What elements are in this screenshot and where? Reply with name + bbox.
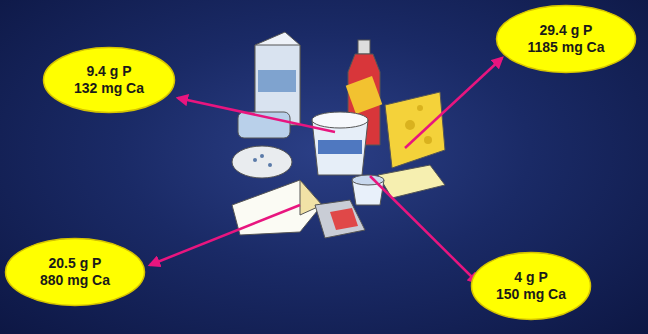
leader-arrow	[370, 176, 478, 283]
nutrient-value: 150 mg Ca	[496, 286, 566, 303]
nutrient-value: 880 mg Ca	[40, 272, 110, 289]
value-ellipse: 20.5 g P880 mg Ca	[4, 237, 146, 307]
cheese-wrapper	[315, 200, 365, 238]
dessert-cup	[352, 175, 384, 205]
nutrient-value: 29.4 g P	[540, 22, 593, 39]
nutrient-value: 9.4 g P	[86, 63, 131, 80]
blue-cheese	[232, 146, 292, 178]
nutrient-value: 1185 mg Ca	[527, 39, 604, 56]
yogurt-tub	[312, 112, 368, 175]
cheese-wedge	[385, 92, 445, 168]
value-ellipse: 9.4 g P132 mg Ca	[42, 46, 176, 114]
nutrient-value: 132 mg Ca	[74, 80, 144, 97]
milk-carton	[255, 32, 300, 125]
leader-arrow	[405, 58, 502, 148]
value-ellipse: 4 g P150 mg Ca	[470, 251, 592, 321]
leader-arrow	[150, 205, 300, 265]
nutrient-value: 20.5 g P	[49, 255, 102, 272]
leader-arrow	[178, 98, 335, 132]
value-ellipse: 29.4 g P1185 mg Ca	[495, 4, 637, 74]
nutrient-value: 4 g P	[514, 269, 547, 286]
